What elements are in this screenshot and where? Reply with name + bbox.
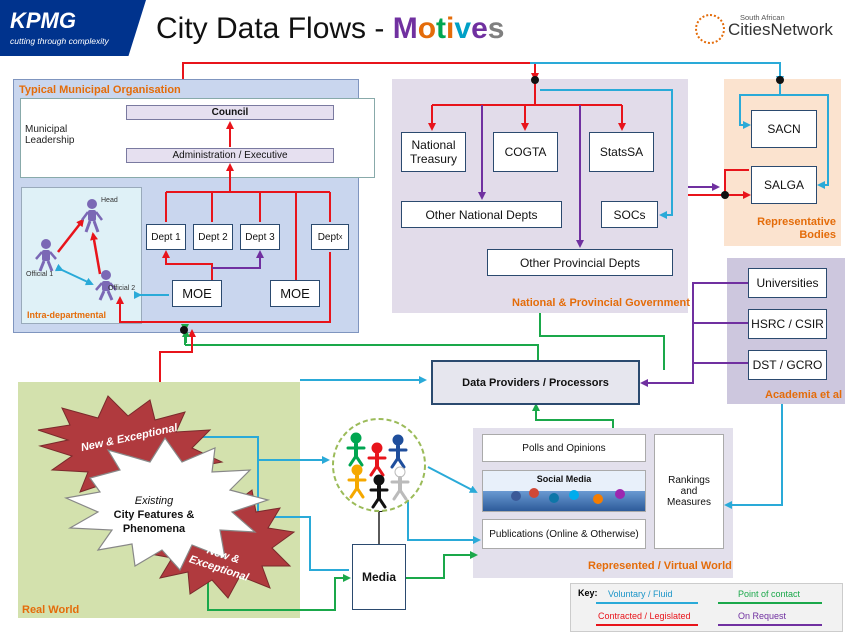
hsrc-csir-box[interactable]: HSRC / CSIR xyxy=(748,309,827,339)
key-title: Key: xyxy=(578,588,598,598)
dept-3-box[interactable]: Dept 3 xyxy=(240,224,280,250)
universities-box[interactable]: Universities xyxy=(748,268,827,298)
national-region-label: National & Provincial Government xyxy=(512,297,690,309)
crowd-people-icon xyxy=(346,432,410,509)
administration-box[interactable]: Administration / Executive xyxy=(126,148,334,163)
title-letter: o xyxy=(417,12,437,45)
representative-region-label: Representative Bodies xyxy=(757,216,836,241)
media-box[interactable]: Media xyxy=(352,544,406,610)
social-media-panel[interactable]: Social Media xyxy=(482,470,646,512)
academia-region-label: Academia et al xyxy=(765,389,843,401)
socs-box[interactable]: SOCs xyxy=(601,201,658,228)
sacn-logo-small: South African xyxy=(740,13,785,22)
key-contact-label: Point of contact xyxy=(738,589,801,599)
real-world-region-label: Real World xyxy=(22,604,80,616)
kpmg-tagline: cutting through complexity xyxy=(10,36,109,46)
official-2-label: Official 2 xyxy=(108,285,136,292)
existing-features-burst xyxy=(63,436,271,572)
title-letter: s xyxy=(487,12,505,45)
municipal-region-label: Typical Municipal Organisation xyxy=(19,84,181,96)
key-contracted-line xyxy=(596,624,698,626)
title-letter: t xyxy=(436,12,447,45)
other-provincial-depts-box[interactable]: Other Provincial Depts xyxy=(487,249,673,276)
title-letter: e xyxy=(471,12,488,45)
existing-line-2: City Features & xyxy=(113,509,195,521)
moe-1-box[interactable]: MOE xyxy=(172,280,222,307)
key-voluntary-label: Voluntary / Fluid xyxy=(608,589,673,599)
page-title: City Data Flows - Motives xyxy=(156,12,504,46)
polls-opinions-box[interactable]: Polls and Opinions xyxy=(482,434,646,462)
social-icon-6 xyxy=(615,489,625,499)
page-title-prefix: City Data Flows - xyxy=(156,12,393,45)
national-treasury-box[interactable]: National Treasury xyxy=(401,132,466,172)
sacn-logo-icon xyxy=(695,14,725,44)
kpmg-logo-text: KPMG xyxy=(10,8,76,33)
council-box[interactable]: Council xyxy=(126,105,334,120)
existing-line-1: Existing xyxy=(134,495,174,507)
social-skyline xyxy=(483,491,645,511)
title-letter: v xyxy=(454,12,472,45)
intra-departmental-label: Intra-departmental xyxy=(27,310,107,320)
dst-gcro-box[interactable]: DST / GCRO xyxy=(748,350,827,380)
social-icon-4 xyxy=(569,490,579,500)
moe-2-box[interactable]: MOE xyxy=(270,280,320,307)
key-request-line xyxy=(718,624,822,626)
title-letter: M xyxy=(392,12,418,45)
statssa-box[interactable]: StatsSA xyxy=(589,132,654,172)
head-person-icon xyxy=(81,199,103,233)
salga-box[interactable]: SALGA xyxy=(751,166,817,204)
dept-2-box[interactable]: Dept 2 xyxy=(193,224,233,250)
title-letter: i xyxy=(446,12,455,45)
official-1-label: Official 1 xyxy=(26,271,54,278)
key-panel xyxy=(570,583,843,632)
key-contact-line xyxy=(718,602,822,604)
social-icon-5 xyxy=(593,494,603,504)
municipal-leadership-label: Municipal Leadership xyxy=(25,124,75,146)
virtual-world-region-label: Represented / Virtual World xyxy=(588,560,732,572)
sacn-logo-big: CitiesNetwork xyxy=(728,20,833,39)
cogta-box[interactable]: COGTA xyxy=(493,132,558,172)
official-1-person-icon xyxy=(35,239,57,272)
social-icon-2 xyxy=(529,488,539,498)
existing-line-3: Phenomena xyxy=(122,523,186,535)
publications-box[interactable]: Publications (Online & Otherwise) xyxy=(482,519,646,549)
other-national-depts-box[interactable]: Other National Depts xyxy=(401,201,562,228)
social-media-label: Social Media xyxy=(536,474,592,484)
dept-x-label: Dept xyxy=(317,231,339,243)
head-label: Head xyxy=(101,197,118,204)
data-providers-box[interactable]: Data Providers / Processors xyxy=(431,360,640,405)
official-2-person-icon xyxy=(95,270,117,301)
rankings-measures-box[interactable]: Rankings and Measures xyxy=(654,434,724,549)
representative-region xyxy=(724,79,841,246)
key-contracted-label: Contracted / Legislated xyxy=(598,611,691,621)
existing-features-label: Existing City Features & Phenomena xyxy=(98,494,210,536)
social-icon-1 xyxy=(511,491,521,501)
key-request-label: On Request xyxy=(738,611,787,621)
kpmg-logo xyxy=(0,0,146,56)
page-title-motives: Motives xyxy=(393,12,505,45)
dept-x-subscript: x xyxy=(338,233,343,241)
key-voluntary-line xyxy=(596,602,698,604)
social-icon-3 xyxy=(549,493,559,503)
dept-1-box[interactable]: Dept 1 xyxy=(146,224,186,250)
sacn-box[interactable]: SACN xyxy=(751,110,817,148)
